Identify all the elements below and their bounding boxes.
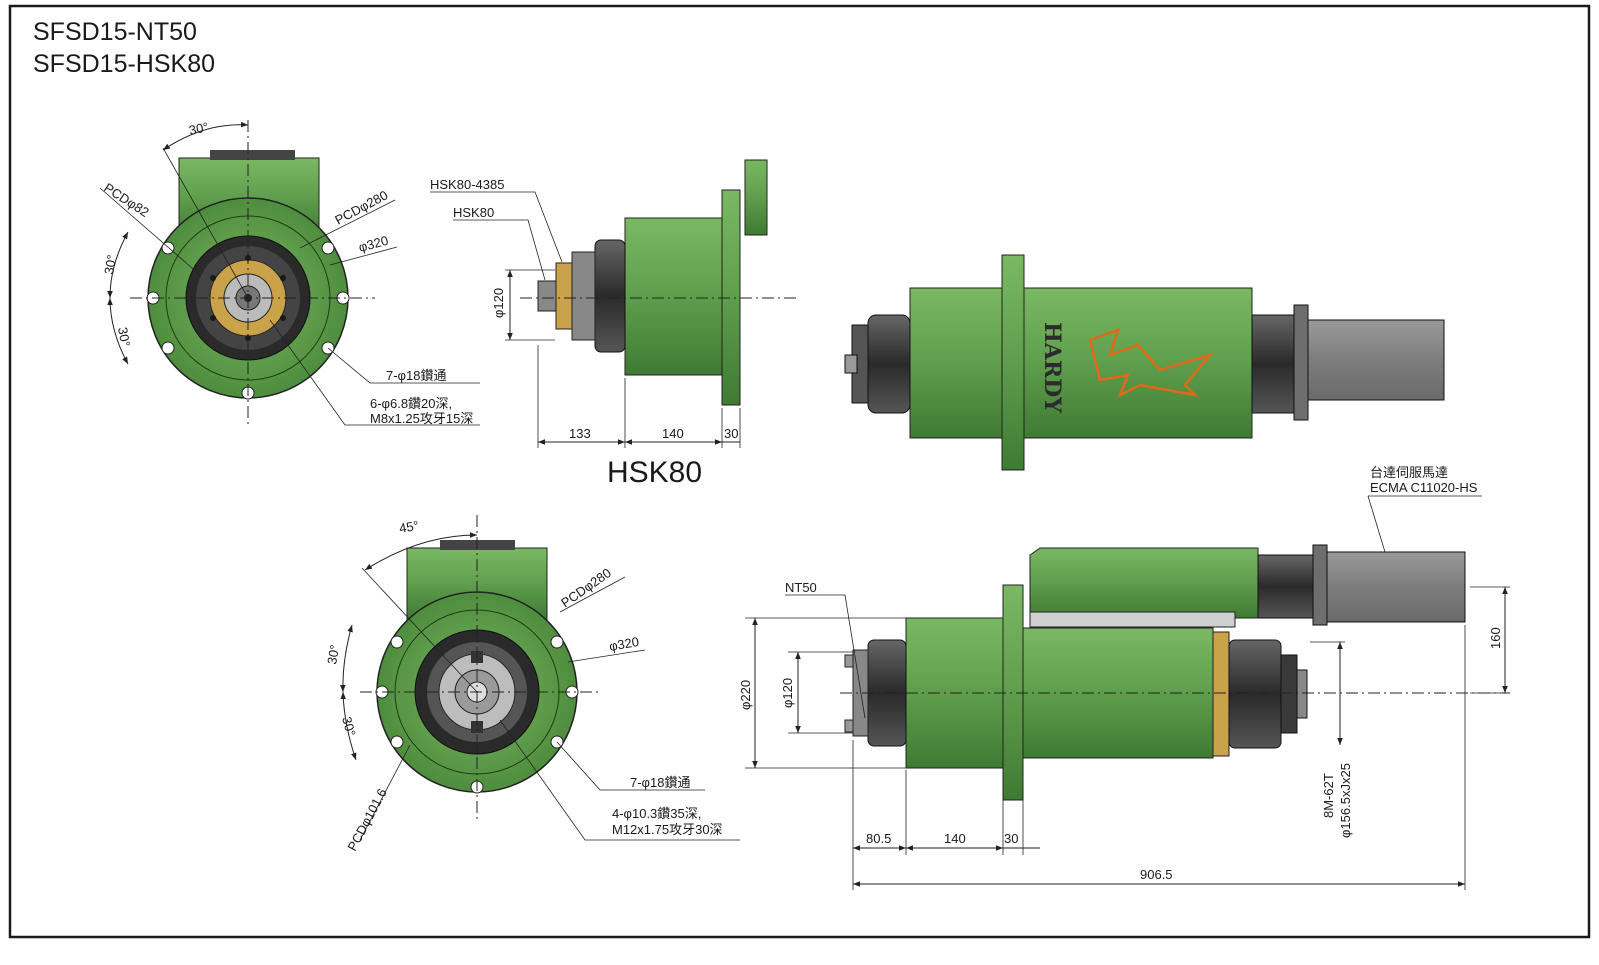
tap-note-1: 6-φ6.8鑽20深, [370, 396, 452, 411]
left-angle-upper: 30° [101, 254, 119, 276]
bottom-left-angle-upper: 30° [324, 644, 342, 666]
motor-label-2: ECMA C11020-HS [1370, 480, 1478, 495]
leaf-logo-icon [1088, 327, 1214, 398]
nt50-label: NT50 [785, 580, 817, 595]
bottom-left-angle-lower: 30° [339, 715, 359, 738]
dia-120-bottom-label: φ120 [780, 678, 795, 708]
bottom-tap-note-1: 4-φ10.3鑽35深, [612, 806, 701, 821]
brand-logo-text: HARDY [1039, 322, 1065, 413]
hsk-view-title: HSK80 [607, 456, 702, 489]
top-right-view: HARDY [844, 254, 1445, 471]
bottom-holes-note: 7-φ18鑽通 [630, 775, 690, 790]
bottom-pcd-101-label: PCDφ101.6 [344, 786, 389, 853]
title-line-2: SFSD15-HSK80 [33, 50, 216, 78]
pcd-280-label: PCDφ280 [332, 187, 390, 227]
dia-120-label: φ120 [491, 288, 506, 318]
top-side-view: HSK80-4385 HSK80 φ120 133 140 30 HSK80 [430, 159, 800, 489]
dim-160: 160 [1488, 627, 1503, 649]
pcd-82-label: PCDφ82 [101, 180, 151, 220]
dia-220-label: φ220 [738, 680, 753, 710]
dim-133: 133 [569, 426, 591, 441]
sheet-border [8, 4, 1591, 939]
dim-total: 906.5 [1140, 867, 1173, 882]
top-front-view: 30° 30° 30° PCDφ82 PCDφ280 φ320 7-φ18鑽通 … [99, 119, 480, 426]
title-line-1: SFSD15-NT50 [33, 18, 197, 46]
dim-140: 140 [662, 426, 684, 441]
belt-label-2: φ156.5xJx25 [1338, 763, 1353, 838]
bottom-tap-note-2: M12x1.75攻牙30深 [612, 822, 723, 837]
bottom-side-view: NT50 台達伺服馬達 ECMA C11020-HS φ220 φ120 160… [738, 465, 1510, 890]
bottom-dia-320-label: φ320 [608, 634, 640, 654]
dim-140-bottom: 140 [944, 831, 966, 846]
dim-80-5: 80.5 [866, 831, 891, 846]
belt-label-1: 8M-62T [1321, 773, 1336, 818]
left-angle-lower: 30° [115, 326, 133, 348]
holes-note: 7-φ18鑽通 [386, 368, 446, 383]
top-angle-30: 30° [188, 119, 210, 138]
bottom-angle-45: 45° [398, 518, 420, 536]
dim-30-bottom: 30 [1004, 831, 1018, 846]
motor-label-1: 台達伺服馬達 [1370, 465, 1448, 480]
dim-30: 30 [724, 426, 738, 441]
tap-note-2: M8x1.25攻牙15深 [370, 411, 473, 426]
bottom-front-view: 45° 30° 30° PCDφ280 φ320 PCDφ101.6 7-φ18… [324, 515, 740, 853]
hsk-label: HSK80 [453, 205, 494, 220]
dia-320-label: φ320 [357, 233, 390, 255]
hsk-model-label: HSK80-4385 [430, 177, 504, 192]
